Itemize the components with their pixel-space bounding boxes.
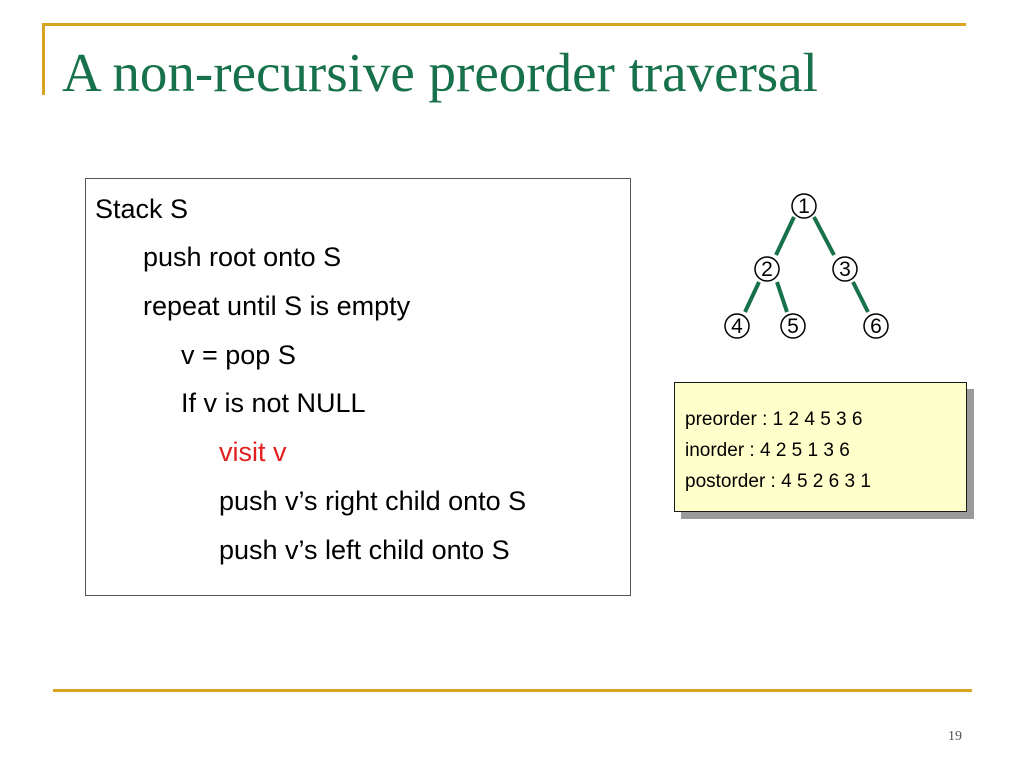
footer-rule xyxy=(53,689,972,692)
algo-line-visit: visit v xyxy=(219,437,287,467)
algo-line-repeat: repeat until S is empty xyxy=(143,291,411,321)
tree-node-label: 1 xyxy=(798,195,810,218)
algorithm-box: Stack S push root onto S repeat until S … xyxy=(85,178,631,596)
slide-title: A non-recursive preorder traversal xyxy=(62,42,818,103)
tree-node-2: 2 xyxy=(754,256,780,282)
preorder-text: preorder : 1 2 4 5 3 6 xyxy=(685,409,863,430)
tree-node-5: 5 xyxy=(780,313,806,339)
algo-line-pop: v = pop S xyxy=(181,340,296,370)
algo-line-stack: Stack S xyxy=(95,194,189,224)
tree-node-label: 5 xyxy=(787,315,799,338)
algo-line-push-root: push root onto S xyxy=(143,242,342,272)
algo-line-push-left: push v’s left child onto S xyxy=(219,535,510,565)
tree-node-label: 2 xyxy=(761,258,773,281)
tree-edge-3-6 xyxy=(851,281,870,313)
tree-edge-1-2 xyxy=(774,216,796,256)
title-rule-left xyxy=(42,23,45,95)
tree-node-label: 3 xyxy=(839,258,851,281)
tree-node-6: 6 xyxy=(863,313,889,339)
binary-tree-diagram: 1 2 3 4 5 6 xyxy=(724,193,889,339)
tree-node-label: 6 xyxy=(870,315,882,338)
algo-line-push-right: push v’s right child onto S xyxy=(219,486,527,516)
postorder-text: postorder : 4 5 2 6 3 1 xyxy=(685,471,871,492)
traversal-orders-box: preorder : 1 2 4 5 3 6 inorder : 4 2 5 1… xyxy=(674,382,967,512)
page-number: 19 xyxy=(948,729,962,744)
tree-edges xyxy=(743,216,870,313)
tree-node-label: 4 xyxy=(731,315,743,338)
tree-edge-2-5 xyxy=(775,281,789,313)
inorder-text: inorder : 4 2 5 1 3 6 xyxy=(685,440,850,461)
tree-node-1: 1 xyxy=(791,193,817,219)
tree-edge-2-4 xyxy=(743,281,761,313)
tree-node-4: 4 xyxy=(724,313,750,339)
algo-line-if-not-null: If v is not NULL xyxy=(181,388,366,418)
tree-edge-1-3 xyxy=(812,216,836,256)
title-rule-top xyxy=(42,23,966,26)
tree-node-3: 3 xyxy=(832,256,858,282)
